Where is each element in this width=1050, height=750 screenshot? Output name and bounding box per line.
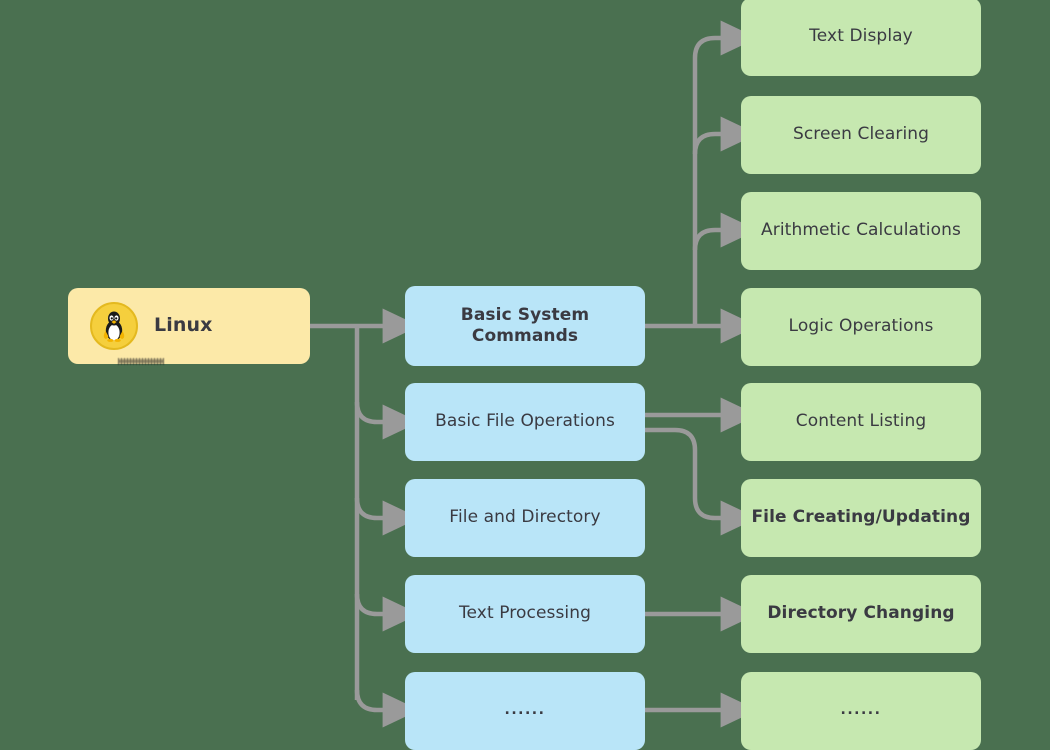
node-linux-root[interactable]: Linux (68, 288, 310, 364)
edge-linux-text-processing (354, 593, 420, 632)
edge-bsc-arithmetic-calculations (692, 212, 758, 251)
node-level1-ellipsis[interactable]: ...... (405, 672, 645, 750)
node-label: Basic System Commands (460, 304, 590, 346)
node-label: Basic File Operations (435, 411, 615, 432)
node-file-creating-updating[interactable]: File Creating/Updating (741, 479, 981, 557)
edge-bfo-file-creating-updating (645, 427, 758, 536)
node-label: Content Listing (795, 411, 927, 432)
node-level2-ellipsis[interactable]: ...... (741, 672, 981, 750)
node-screen-clearing[interactable]: Screen Clearing (741, 96, 981, 174)
node-arithmetic-calculations[interactable]: Arithmetic Calculations (741, 192, 981, 270)
node-label: File Creating/Updating (751, 507, 971, 528)
edge-linux-file-and-directory (354, 497, 420, 536)
node-label: ...... (840, 702, 882, 719)
node-label: Arithmetic Calculations (761, 220, 961, 241)
render-artifact-smudge (118, 358, 164, 365)
node-content-listing[interactable]: Content Listing (741, 383, 981, 461)
edge-bsc-text-display (692, 20, 758, 59)
node-basic-system-commands[interactable]: Basic System Commands (405, 286, 645, 366)
edge-linux-level1-ellipsis (354, 689, 420, 728)
root-label: Linux (154, 314, 213, 337)
node-text-processing[interactable]: Text Processing (405, 575, 645, 653)
node-logic-operations[interactable]: Logic Operations (741, 288, 981, 366)
node-directory-changing[interactable]: Directory Changing (741, 575, 981, 653)
node-label: Logic Operations (788, 316, 934, 337)
node-label: Text Processing (458, 603, 592, 624)
node-label: Directory Changing (767, 603, 955, 624)
linux-penguin-icon (90, 302, 138, 350)
node-label: Screen Clearing (792, 124, 930, 145)
node-file-and-directory[interactable]: File and Directory (405, 479, 645, 557)
node-basic-file-operations[interactable]: Basic File Operations (405, 383, 645, 461)
node-label: File and Directory (449, 507, 601, 528)
node-label: Text Display (809, 26, 913, 47)
edge-linux-basic-file-operations (354, 401, 420, 440)
edge-bsc-screen-clearing (692, 116, 758, 155)
node-label: ...... (504, 702, 546, 719)
node-text-display[interactable]: Text Display (741, 0, 981, 76)
